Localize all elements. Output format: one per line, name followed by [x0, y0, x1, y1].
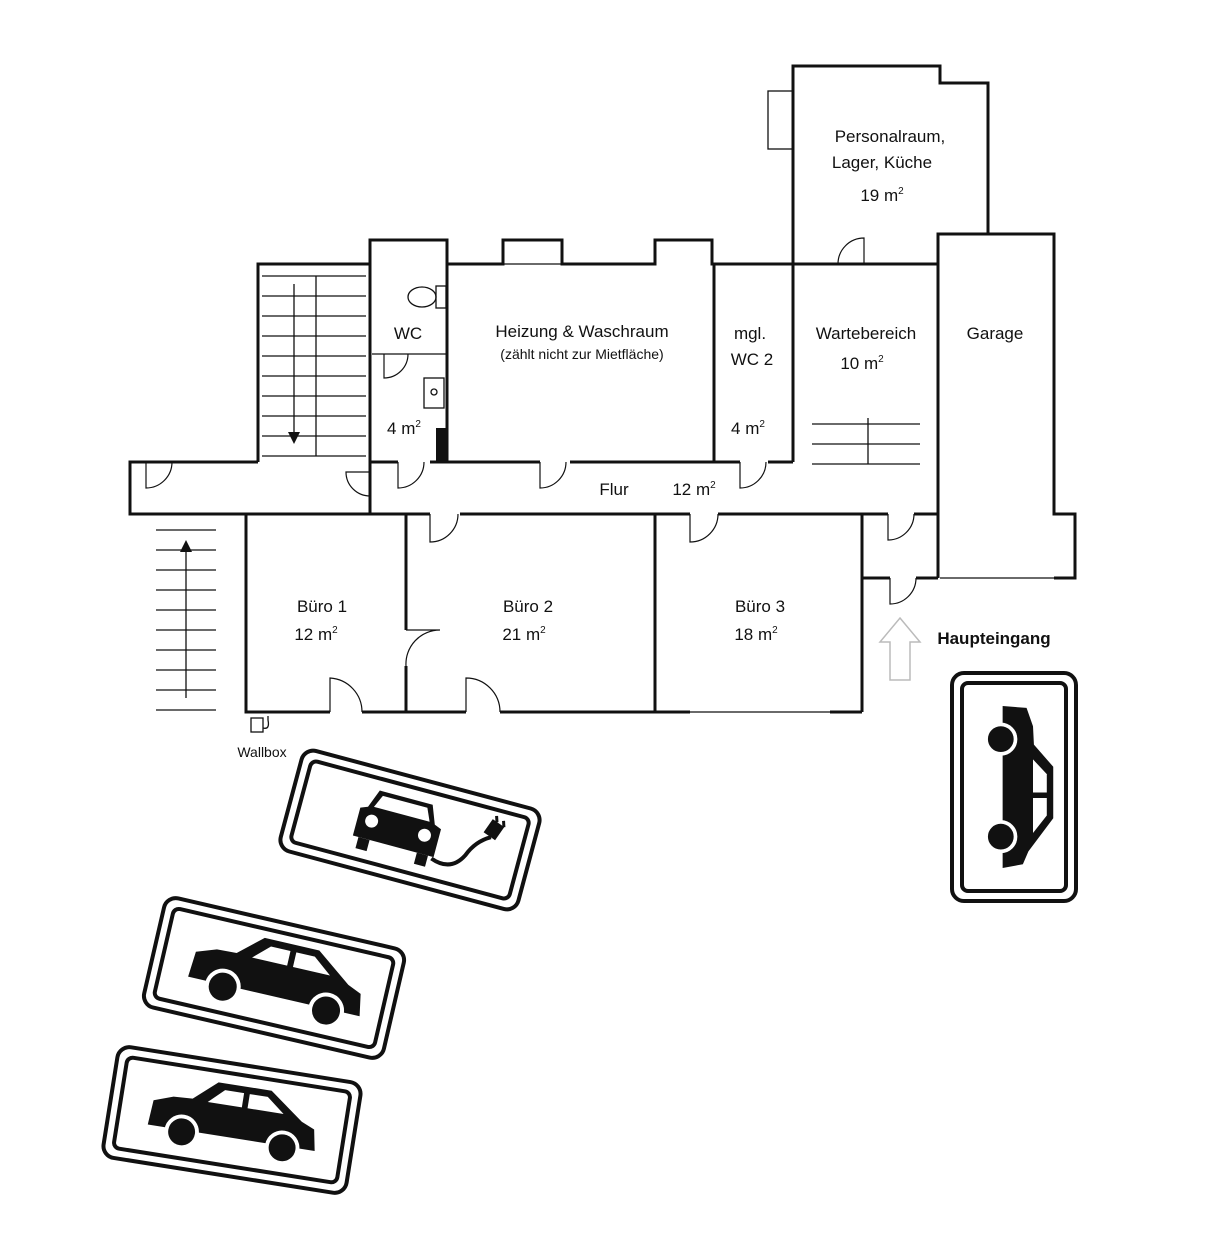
room-personalraum: Personalraum, Lager, Küche 19 m2: [832, 127, 945, 205]
room-wartebereich: Wartebereich 10 m2: [816, 324, 916, 373]
room-wc: WC 4 m2: [387, 324, 422, 438]
staircase-upper: [262, 275, 366, 457]
parking-sign-car-2: [101, 1045, 363, 1195]
svg-text:4 m2: 4 m2: [731, 419, 765, 438]
room-area: 18 m: [734, 625, 772, 644]
parking-sign-car-1: [141, 896, 407, 1060]
room-garage: Garage: [967, 324, 1024, 343]
room-area: 19 m: [860, 186, 898, 205]
staircase-lower: [156, 529, 216, 711]
room-name: Personalraum,: [835, 127, 946, 146]
room-area: 12 m: [672, 480, 710, 499]
wallbox-label: Wallbox: [237, 744, 286, 760]
entrance-arrow-icon: [878, 616, 922, 681]
walls: [128, 64, 1077, 714]
parking-sign-car-3: [950, 671, 1078, 903]
room-name: Büro 2: [503, 597, 553, 616]
svg-text:19 m2: 19 m2: [860, 186, 904, 205]
parking-sign-ev: [278, 748, 542, 912]
room-area: 12 m: [294, 625, 332, 644]
room-name: Flur: [599, 480, 629, 499]
room-area: 10 m: [840, 354, 878, 373]
room-name: Garage: [967, 324, 1024, 343]
svg-text:10 m2: 10 m2: [840, 354, 884, 373]
room-name: Büro 3: [735, 597, 785, 616]
car-with-plug-icon: [349, 786, 506, 869]
room-name: WC: [394, 324, 422, 343]
room-name: Wartebereich: [816, 324, 916, 343]
room-flur: Flur 12 m2: [599, 480, 716, 499]
room-area: 21 m: [502, 625, 540, 644]
room-name: Büro 1: [297, 597, 347, 616]
room-name: mgl.: [734, 324, 766, 343]
main-entrance-label: Haupteingang: [937, 629, 1050, 648]
doors: [145, 237, 917, 713]
svg-text:18 m2: 18 m2: [734, 625, 778, 644]
svg-text:21 m2: 21 m2: [502, 625, 546, 644]
room-note: (zählt nicht zur Mietfläche): [500, 346, 663, 362]
room-buero-2: Büro 2 21 m2: [502, 597, 553, 644]
room-wc2: mgl. WC 2 4 m2: [731, 324, 774, 438]
waiting-steps: [812, 418, 920, 465]
room-name: WC 2: [731, 350, 774, 369]
room-buero-1: Büro 1 12 m2: [294, 597, 347, 644]
svg-text:12 m2: 12 m2: [294, 625, 338, 644]
room-heizung: Heizung & Waschraum (zählt nicht zur Mie…: [495, 322, 668, 362]
room-buero-3: Büro 3 18 m2: [734, 597, 785, 644]
wallbox-plug-icon: [250, 716, 270, 733]
room-area: 4 m: [387, 419, 415, 438]
room-area: 4 m: [731, 419, 759, 438]
room-name: Heizung & Waschraum: [495, 322, 668, 341]
room-name: Lager, Küche: [832, 153, 932, 172]
svg-text:4 m2: 4 m2: [387, 419, 421, 438]
svg-text:12 m2: 12 m2: [672, 480, 716, 499]
